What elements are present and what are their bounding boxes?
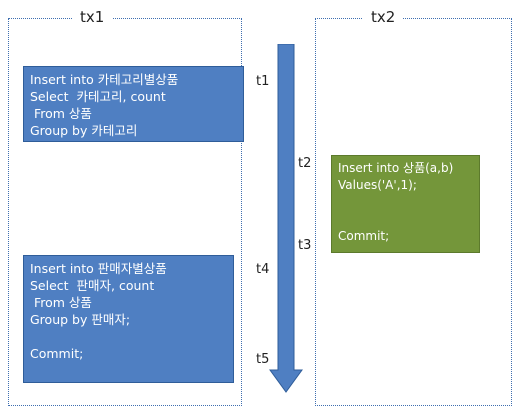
time-label-t5: t5 xyxy=(256,352,270,367)
tx1-title: tx1 xyxy=(72,8,113,26)
tx2-panel xyxy=(315,18,512,406)
time-label-t4: t4 xyxy=(256,262,270,277)
product-insert-sql-box: Insert into 상품(a,b) Values('A',1); Commi… xyxy=(331,155,480,253)
timeline-arrow xyxy=(269,44,303,393)
time-label-t3: t3 xyxy=(298,238,312,253)
tx2-title: tx2 xyxy=(363,8,404,26)
time-label-t2: t2 xyxy=(298,156,312,171)
arrow-shape xyxy=(269,44,303,393)
time-label-t1: t1 xyxy=(256,74,270,89)
seller-insert-sql-box: Insert into 판매자별상품 Select 판매자, count Fro… xyxy=(23,255,234,383)
category-insert-sql-box: Insert into 카테고리별상품 Select 카테고리, count F… xyxy=(23,66,244,142)
tx1-panel xyxy=(8,18,242,406)
